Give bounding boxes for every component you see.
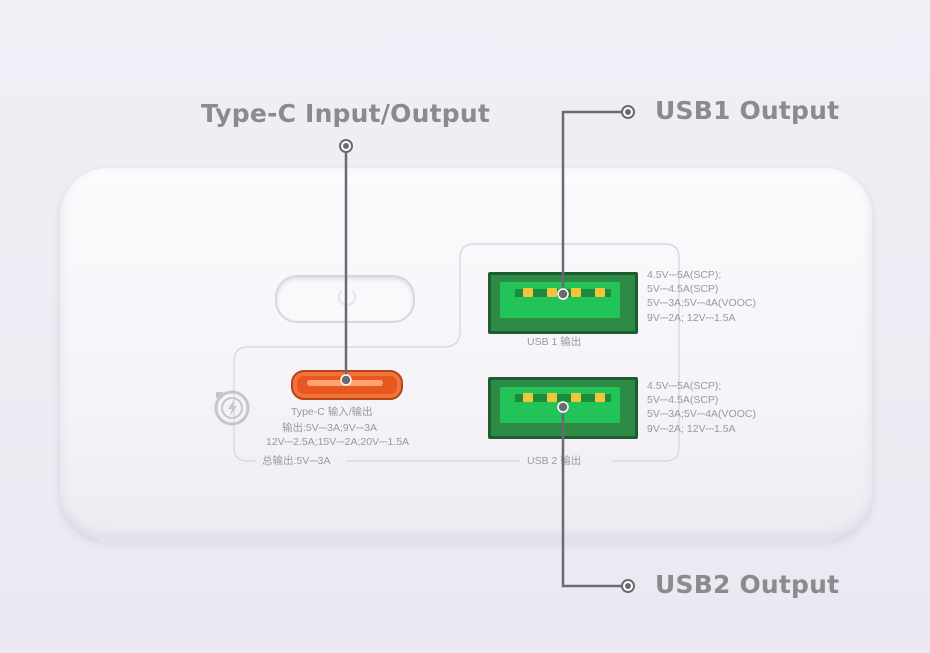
- usb2-pin: [595, 393, 605, 402]
- callout-usb1: USB1 Output: [655, 96, 840, 125]
- usb2-spec: 4.5V⎓5A(SCP); 5V⎓4.5A(SCP) 5V⎓3A;5V⎓4A(V…: [647, 379, 756, 436]
- usb2-contacts: [515, 394, 611, 402]
- usb1-spec-line: 9V⎓2A; 12V⎓1.5A: [647, 311, 736, 324]
- usb1-spec-line: 5V⎓4.5A(SCP): [647, 283, 719, 296]
- typec-spec-line1: 输出:5V⎓3A;9V⎓3A: [282, 422, 377, 434]
- typec-leader-dot-end: [340, 374, 352, 386]
- usb1-label: USB 1 输出: [527, 336, 582, 348]
- callout-usb2: USB2 Output: [655, 570, 840, 599]
- usb2-label: USB 2 输出: [527, 455, 582, 467]
- power-bank-base: [96, 533, 836, 545]
- usb1-pin: [547, 288, 557, 297]
- usb1-spec-line: 4.5V⎓5A(SCP);: [647, 269, 722, 281]
- usb1-spec-line: 5V⎓3A;5V⎓4A(VOOC): [647, 297, 756, 310]
- typec-label: Type-C 输入/输出: [291, 406, 373, 418]
- usb1-leader-dot-end: [557, 288, 569, 300]
- usb2-spec-line: 5V⎓3A;5V⎓4A(VOOC): [647, 408, 756, 421]
- usb2-pin: [523, 393, 533, 402]
- usb1-leader: [561, 110, 628, 294]
- power-bank-body: [60, 168, 872, 540]
- usb1-leader-dot-top-center: [625, 109, 631, 115]
- typec-leader-dot-top-center: [343, 143, 349, 149]
- typec-spec-line2: 12V⎓2.5A;15V⎓2A;20V⎓1.5A: [266, 436, 410, 448]
- total-output-label: 总输出:5V⎓3A: [262, 455, 331, 467]
- usb2-pin: [571, 393, 581, 402]
- usb2-spec-line: 5V⎓4.5A(SCP): [647, 394, 719, 407]
- usb2-leader: [561, 407, 628, 588]
- usb2-spec-line: 4.5V⎓5A(SCP);: [647, 380, 722, 392]
- usb1-pin: [523, 288, 533, 297]
- usb1-port: [488, 272, 638, 334]
- usb1-spec: 4.5V⎓5A(SCP); 5V⎓4.5A(SCP) 5V⎓3A;5V⎓4A(V…: [647, 268, 756, 325]
- usb1-pin: [595, 288, 605, 297]
- usb2-leader-dot-bottom-center: [625, 583, 631, 589]
- usb1-pin: [571, 288, 581, 297]
- callout-typec: Type-C Input/Output: [201, 99, 490, 128]
- usb2-leader-dot-end: [557, 401, 569, 413]
- usb2-pin: [547, 393, 557, 402]
- usb2-spec-line: 9V⎓2A; 12V⎓1.5A: [647, 422, 736, 435]
- fast-charge-icon: [214, 390, 250, 426]
